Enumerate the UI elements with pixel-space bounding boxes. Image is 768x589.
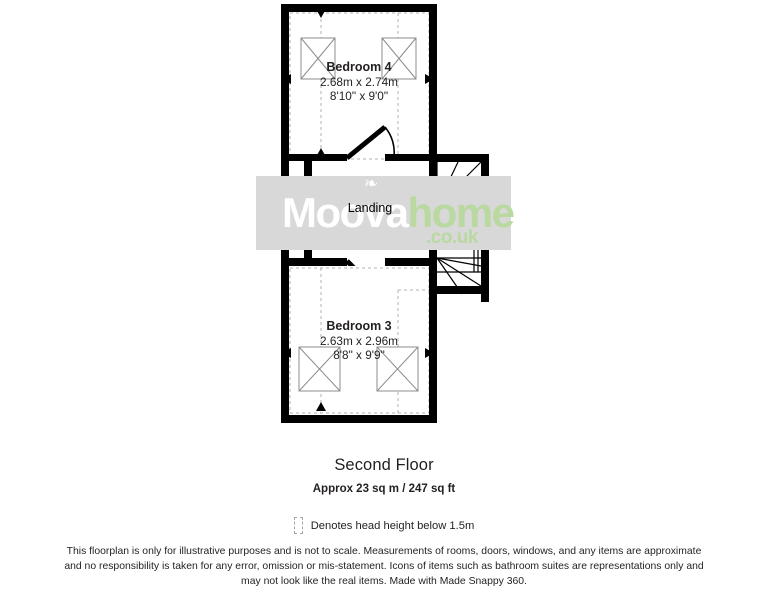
stair-landing-edge bbox=[437, 200, 481, 207]
label-bedroom-4-imperial: 8'10" x 9'0" bbox=[330, 89, 388, 103]
room-bedroom-3 bbox=[281, 258, 437, 423]
wall-bedroom-4-left bbox=[281, 4, 289, 162]
door-leaf-bedroom-4 bbox=[345, 125, 387, 160]
footer: Second Floor Approx 23 sq m / 247 sq ft … bbox=[0, 450, 768, 589]
dim-arrow-b3-bottom bbox=[316, 402, 326, 411]
wall-bedroom-4-bottom-right bbox=[385, 154, 437, 162]
wall-landing-right bbox=[429, 154, 437, 266]
fixture-bedroom-3-right bbox=[376, 346, 419, 392]
dim-arrow-b3-left bbox=[282, 348, 291, 358]
head-height-legend: Denotes head height below 1.5m bbox=[0, 517, 768, 534]
dim-arrow-b4-left bbox=[282, 74, 291, 84]
dim-arrow-b4-right bbox=[425, 74, 434, 84]
label-bedroom-4-name: Bedroom 4 bbox=[326, 60, 391, 74]
wall-bedroom-3-left bbox=[281, 258, 289, 423]
wall-stair-top bbox=[429, 154, 489, 162]
wall-stair-right bbox=[481, 154, 489, 302]
floor-area: Approx 23 sq m / 247 sq ft bbox=[312, 483, 456, 495]
door-swing-bedroom-4 bbox=[384, 126, 396, 158]
wall-landing-left-outer bbox=[281, 154, 289, 266]
floorplan-canvas: Bedroom 4 2.68m x 2.74m 8'10" x 9'0" Bed… bbox=[64, 4, 704, 587]
wall-bedroom-4-right bbox=[429, 4, 437, 162]
wall-landing-jamb-top bbox=[304, 154, 312, 182]
head-height-swatch-icon bbox=[293, 517, 303, 534]
label-bedroom-4-metric: 2.68m x 2.74m bbox=[320, 75, 398, 89]
fixture-bedroom-3-left bbox=[298, 346, 341, 392]
bedroom-4-floor bbox=[288, 11, 431, 161]
fixture-bedroom-4-left bbox=[300, 37, 336, 80]
wall-bedroom-4-bottom-left bbox=[281, 154, 347, 162]
staircase bbox=[429, 154, 489, 302]
label-bedroom-3-imperial: 8'8" x 9'9" bbox=[333, 348, 385, 362]
wall-bedroom-3-right bbox=[429, 258, 437, 423]
disclaimer-text: This floorplan is only for illustrative … bbox=[64, 546, 704, 587]
dim-arrow-b4-bottom bbox=[316, 148, 326, 157]
room-labels: Bedroom 4 2.68m x 2.74m 8'10" x 9'0" Bed… bbox=[320, 60, 398, 362]
fixture-bedroom-4-right bbox=[381, 37, 417, 80]
wall-bedroom-3-bottom bbox=[281, 415, 437, 423]
wall-landing-jamb-bottom bbox=[304, 236, 312, 266]
wall-bedroom-4-top bbox=[281, 4, 437, 12]
dim-arrow-b3-right bbox=[425, 348, 434, 358]
floor-title: Second Floor bbox=[334, 456, 434, 474]
head-height-legend-text: Denotes head height below 1.5m bbox=[310, 519, 475, 532]
label-bedroom-3-name: Bedroom 3 bbox=[326, 319, 391, 333]
dim-arrow-b4-top bbox=[316, 9, 326, 18]
wall-landing-bottom-right bbox=[385, 258, 437, 266]
room-bedroom-4 bbox=[281, 4, 437, 162]
label-bedroom-3-metric: 2.63m x 2.96m bbox=[320, 334, 398, 348]
wall-landing-bottom-left bbox=[281, 258, 347, 266]
